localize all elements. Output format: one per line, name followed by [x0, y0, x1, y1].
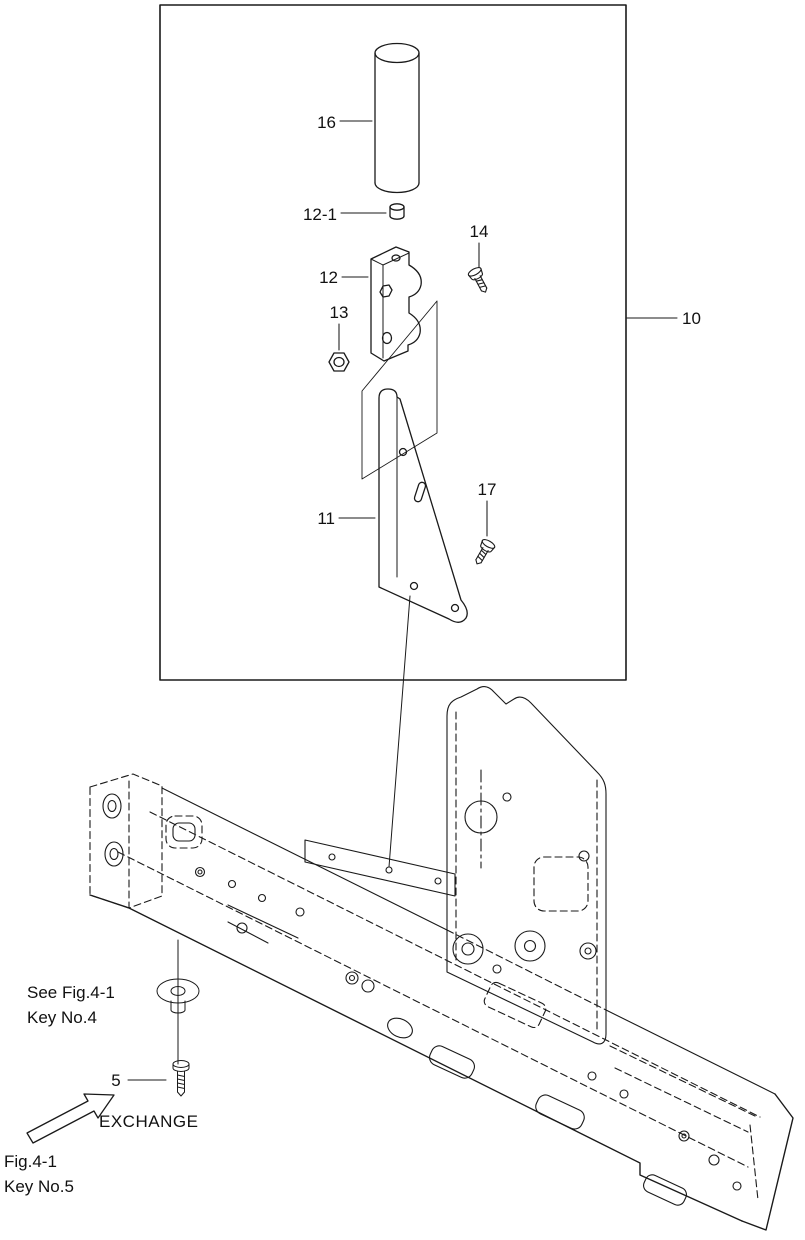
part-12-holder-block	[370, 246, 422, 362]
note-fig-4-1: Fig.4-1	[4, 1152, 57, 1171]
chassis-plate	[446, 686, 607, 1045]
assembly-reference-line	[388, 595, 411, 868]
exchange-arrow	[26, 1093, 115, 1144]
part-13-nut	[328, 352, 350, 372]
note-exchange: EXCHANGE	[99, 1112, 199, 1131]
part-5-screw	[172, 1060, 190, 1097]
part-17-screw	[475, 539, 496, 565]
callout-14: 14	[469, 222, 489, 241]
part-16-cylinder	[374, 42, 420, 194]
note-key-no-4: Key No.4	[27, 1008, 97, 1027]
chassis-holes	[194, 866, 742, 1191]
chassis-slots	[387, 981, 687, 1206]
chassis-frame	[89, 686, 794, 1231]
callout-13: 13	[329, 303, 349, 322]
callout-12-1: 12-1	[302, 205, 337, 224]
callout-10: 10	[682, 309, 701, 328]
part-12-1-pin	[389, 203, 405, 220]
callout-17: 17	[477, 480, 497, 499]
callout-16: 16	[317, 113, 336, 132]
part-11-bracket	[378, 388, 468, 623]
callout-5: 5	[111, 1071, 121, 1090]
detail-box-frame	[159, 4, 627, 681]
note-key-no-5: Key No.5	[4, 1177, 74, 1196]
mounting-plane-outline	[361, 300, 438, 480]
part-14-screw	[467, 267, 488, 293]
callout-11: 11	[317, 509, 335, 528]
chassis-left-cap	[89, 773, 203, 909]
chassis-bosses	[452, 933, 502, 974]
callout-12: 12	[319, 268, 338, 287]
key4-grommet	[156, 978, 200, 1014]
leader-lines	[127, 120, 678, 1081]
chassis-rail	[89, 787, 794, 1231]
chassis-flange	[304, 839, 456, 897]
note-see-fig-4-1: See Fig.4-1	[27, 983, 115, 1002]
key4-annotation	[26, 939, 200, 1144]
